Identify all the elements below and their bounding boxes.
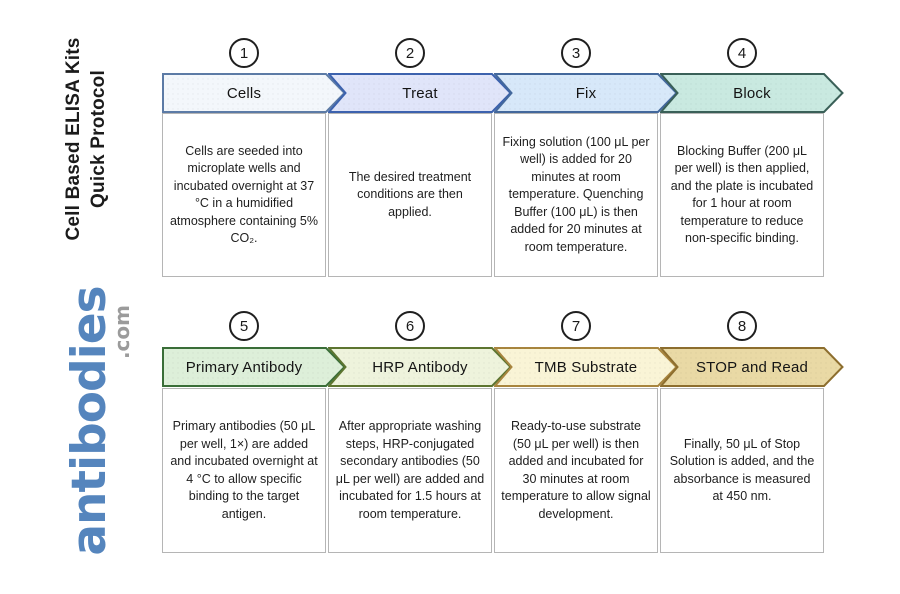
step-description-text: After appropriate washing steps, HRP-con…	[335, 419, 485, 521]
step-banner-arrow	[660, 73, 844, 113]
step-description-box: Fixing solution (100 μL per well) is add…	[494, 113, 658, 277]
step-banner-arrow	[494, 73, 678, 113]
step-title: STOP and Read	[695, 358, 809, 376]
step-banner-arrow	[162, 73, 346, 113]
diagram-title-line1: Cell Based ELISA Kits	[63, 37, 84, 241]
step-number-badge: 4	[727, 38, 757, 68]
step-title: Fix	[575, 84, 597, 102]
step-title: Primary Antibody	[185, 358, 303, 376]
step-description-text: The desired treatment conditions are the…	[348, 169, 472, 219]
step-description-text: Ready-to-use substrate (50 μL per well) …	[501, 419, 651, 521]
step-number-badge: 8	[727, 311, 757, 341]
antibodies-logo: antibodies .com	[62, 271, 152, 571]
step-number-badge: 5	[229, 311, 259, 341]
step-description-text: Blocking Buffer (200 μL per well) is the…	[670, 143, 814, 246]
step-title: Treat	[402, 84, 438, 102]
step-number-badge: 3	[561, 38, 591, 68]
step-number-badge: 2	[395, 38, 425, 68]
step-description-box: Blocking Buffer (200 μL per well) is the…	[660, 113, 824, 277]
logo-wordmark: antibodies	[62, 286, 117, 556]
step-title: Block	[733, 84, 771, 102]
step-number-badge: 7	[561, 311, 591, 341]
step-description-text: Primary antibodies (50 μL per well, 1×) …	[170, 419, 318, 521]
step-number-badge: 1	[229, 38, 259, 68]
step-banner-arrow	[660, 347, 844, 387]
step-description-box: Finally, 50 μL of Stop Solution is added…	[660, 388, 824, 553]
diagram-title: Cell Based ELISA Kits Quick Protocol	[61, 34, 111, 244]
step-description-text: Finally, 50 μL of Stop Solution is added…	[669, 436, 815, 504]
step-description-text: Cells are seeded into microplate wells a…	[169, 143, 318, 246]
step-banner-arrow	[494, 347, 678, 387]
step-number-badge: 6	[395, 311, 425, 341]
step-description-box: After appropriate washing steps, HRP-con…	[328, 388, 492, 553]
step-title: Cells	[226, 84, 262, 102]
step-banner-arrow	[162, 347, 346, 387]
step-description-box: Cells are seeded into microplate wells a…	[162, 113, 326, 277]
diagram-title-line2: Quick Protocol	[88, 70, 110, 208]
step-title: HRP Antibody	[372, 358, 468, 376]
step-description-box: The desired treatment conditions are the…	[328, 113, 492, 277]
step-banner-arrow	[328, 347, 512, 387]
step-title: TMB Substrate	[534, 358, 638, 376]
step-description-box: Primary antibodies (50 μL per well, 1×) …	[162, 388, 326, 553]
step-banner-arrow	[328, 73, 512, 113]
step-description-box: Ready-to-use substrate (50 μL per well) …	[494, 388, 658, 553]
step-description-text: Fixing solution (100 μL per well) is add…	[502, 134, 650, 254]
